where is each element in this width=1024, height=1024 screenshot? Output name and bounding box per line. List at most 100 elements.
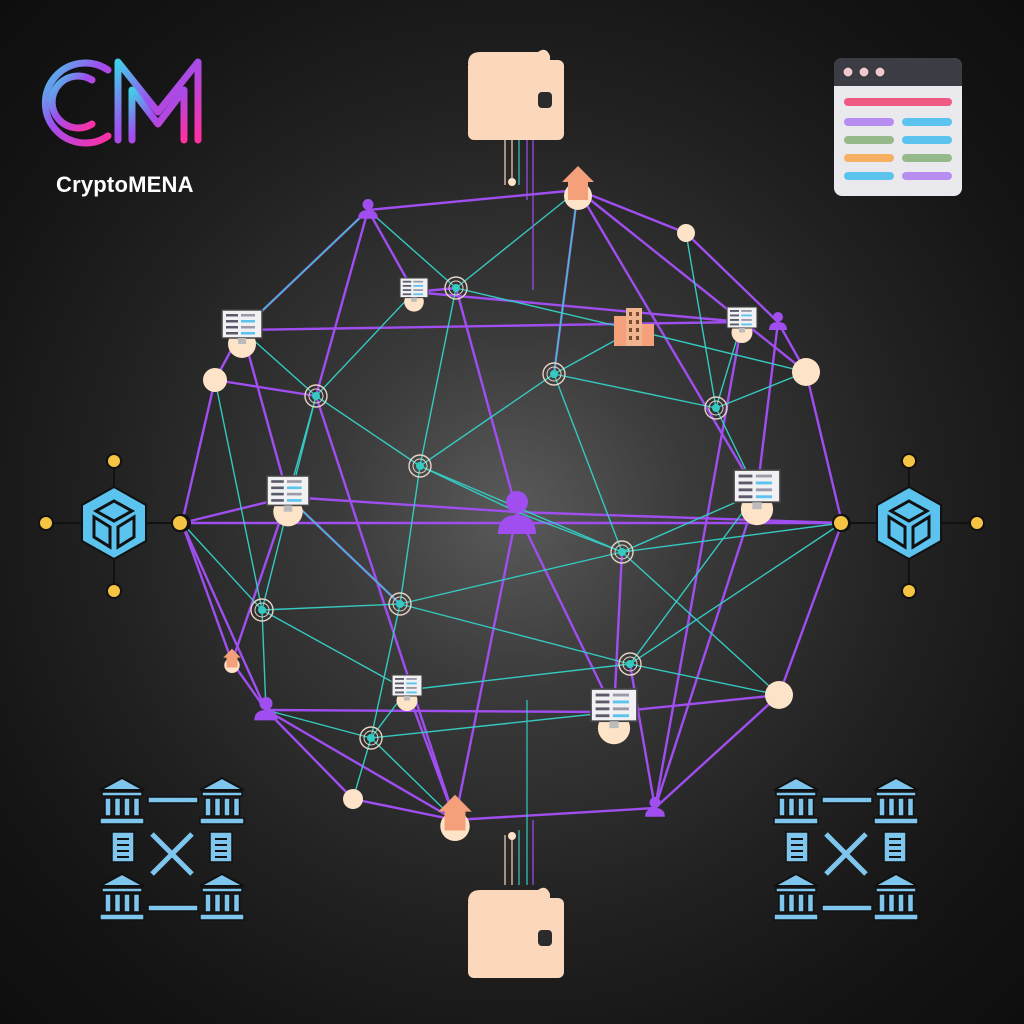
network-link — [577, 189, 807, 373]
peer-node — [343, 789, 363, 809]
monitor-icon — [221, 309, 263, 358]
hub-node-icon — [618, 652, 642, 676]
network-link — [287, 496, 401, 605]
network-link — [240, 329, 290, 498]
network-link — [455, 189, 579, 289]
bank-network-icon — [99, 776, 245, 921]
center-user-icon — [498, 491, 536, 534]
network-link — [629, 663, 780, 696]
network-link — [453, 511, 519, 821]
network-link — [576, 189, 759, 494]
network-link — [287, 495, 518, 514]
brand-name: CryptoMENA — [56, 172, 194, 197]
network-link — [367, 188, 579, 212]
network-link — [419, 373, 555, 467]
blockchain-cube-icon — [832, 453, 985, 599]
network-link — [314, 209, 370, 397]
browser-window-icon — [834, 58, 962, 196]
network-link — [515, 511, 616, 713]
network-link — [399, 465, 421, 605]
network-link — [265, 708, 615, 714]
network-link — [352, 797, 456, 822]
network-link — [261, 609, 267, 711]
office-building-icon — [614, 308, 654, 346]
hub-node-icon — [359, 726, 383, 750]
user-icon — [769, 312, 787, 330]
hub-node-icon — [610, 540, 634, 564]
network-link — [406, 663, 631, 691]
network-link — [454, 287, 519, 513]
wallet-icon — [468, 887, 564, 978]
network-link — [621, 522, 843, 553]
network-link — [367, 209, 457, 289]
network-links — [180, 188, 844, 822]
network-link — [455, 287, 635, 331]
network-link — [654, 694, 780, 809]
network-link — [261, 603, 401, 611]
wallet-icon — [468, 49, 564, 140]
peer-node — [765, 681, 793, 709]
network-link — [419, 287, 457, 467]
monitor-icon — [399, 277, 429, 312]
network-link — [370, 603, 401, 739]
monitor-icon — [266, 475, 310, 527]
peer-node — [203, 368, 227, 392]
network-link — [612, 551, 624, 713]
network-link — [553, 189, 579, 375]
network-link — [577, 188, 687, 235]
network-link — [265, 709, 372, 739]
network-link — [370, 737, 456, 821]
network-link — [315, 395, 421, 467]
cm-monogram-logo — [41, 58, 202, 147]
network-link — [399, 603, 631, 665]
network-link — [613, 693, 780, 714]
network-link — [181, 522, 263, 611]
network-link — [399, 551, 623, 605]
network-link — [265, 708, 456, 822]
bank-network-icon — [773, 776, 919, 921]
house-icon — [438, 794, 472, 841]
monitor-icon — [726, 306, 758, 343]
network-link — [454, 806, 656, 822]
network-link — [653, 492, 759, 809]
network-link — [777, 522, 844, 696]
hub-node-icon — [388, 592, 412, 616]
peer-node — [792, 358, 820, 386]
network-link — [804, 371, 844, 524]
network-link — [241, 209, 369, 331]
network-link — [180, 522, 234, 663]
network-link — [629, 522, 843, 665]
network-link — [370, 711, 615, 739]
hub-node-icon — [704, 396, 728, 420]
wallet-connectors — [504, 140, 534, 885]
network-link — [180, 379, 217, 524]
user-icon — [358, 199, 378, 219]
network-link — [685, 232, 779, 323]
network-link — [214, 379, 263, 611]
network-link — [633, 329, 807, 373]
hub-node-icon — [444, 276, 468, 300]
user-icon — [645, 797, 665, 817]
hub-node-icon — [250, 598, 274, 622]
network-link — [261, 609, 408, 691]
network-link — [628, 663, 657, 809]
network-link — [685, 232, 717, 409]
network-link — [265, 709, 354, 800]
network-link — [553, 373, 717, 409]
house-icon — [223, 648, 241, 673]
network-link — [241, 320, 743, 332]
network-link — [715, 371, 807, 409]
network-link — [516, 510, 843, 525]
network-link — [755, 321, 780, 494]
hub-node-icon — [304, 384, 328, 408]
blockchain-cube-icon — [38, 453, 189, 599]
network-link — [629, 492, 758, 665]
network-link — [621, 551, 780, 696]
network-link — [214, 378, 317, 398]
house-icon — [562, 166, 594, 210]
peer-node — [677, 224, 695, 242]
network-link — [230, 496, 290, 663]
network-nodes — [173, 166, 851, 841]
user-icon — [254, 697, 278, 721]
